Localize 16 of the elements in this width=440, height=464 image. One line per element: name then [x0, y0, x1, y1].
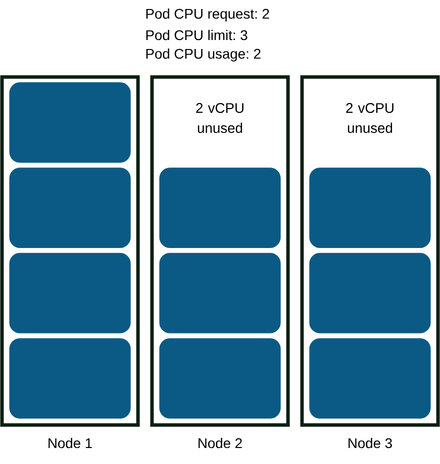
pod-block	[308, 167, 432, 249]
pod-block	[308, 252, 432, 334]
pod-stats-text: Pod CPU limit: 3	[146, 30, 248, 40]
pod-stats-text: Pod CPU request: 2	[146, 8, 269, 22]
pod-stats-text: Pod CPU usage: 2	[146, 48, 260, 62]
pod-block	[158, 338, 282, 420]
pod-block	[8, 338, 132, 420]
pod-block	[8, 82, 132, 164]
pod-block	[8, 167, 132, 249]
pod-block	[158, 252, 282, 334]
node-label: Node 3	[348, 438, 392, 448]
node-label: Node 2	[198, 438, 242, 448]
pod-block	[158, 167, 282, 249]
pod-block	[8, 252, 132, 334]
pod-block	[308, 338, 432, 420]
node-label: Node 1	[48, 438, 92, 448]
